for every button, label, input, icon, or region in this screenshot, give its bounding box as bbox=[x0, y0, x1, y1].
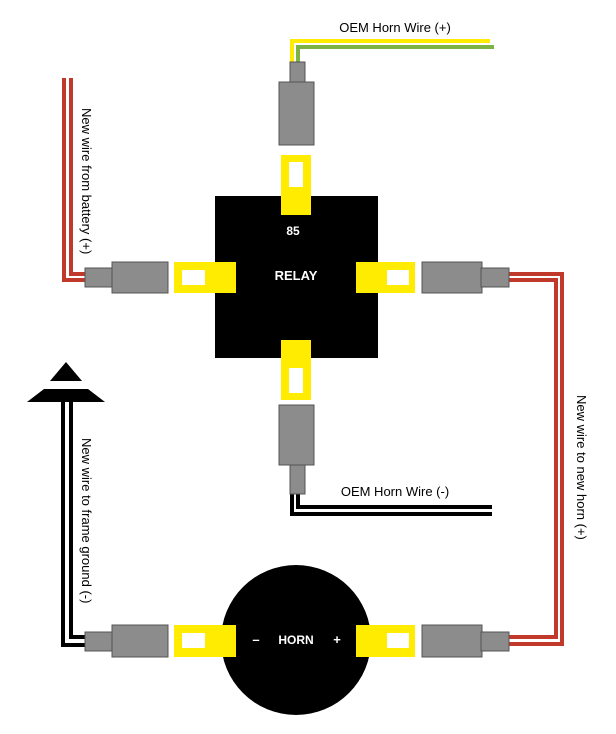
connector-ground bbox=[84, 624, 169, 658]
connector-bottom bbox=[278, 404, 315, 495]
battery-wire bbox=[62, 78, 86, 282]
new-horn-label: New wire to new horn (+) bbox=[574, 395, 589, 540]
horn-terminal-positive bbox=[356, 625, 415, 657]
relay-terminal-bottom bbox=[281, 340, 311, 400]
connector-battery bbox=[84, 261, 169, 294]
ground-wire bbox=[61, 400, 86, 647]
connector-top bbox=[278, 61, 315, 146]
relay-terminal-top bbox=[281, 155, 311, 215]
oem-negative-label: OEM Horn Wire (-) bbox=[341, 484, 449, 499]
relay-terminal-right bbox=[356, 262, 415, 293]
connector-new-horn bbox=[421, 261, 510, 294]
horn-body bbox=[221, 565, 371, 715]
battery-label: New wire from battery (+) bbox=[79, 108, 94, 254]
oem-negative-wire bbox=[290, 494, 492, 516]
ground-arrow-icon bbox=[27, 389, 105, 402]
connector-horn-positive bbox=[421, 624, 510, 658]
relay-pin-label: 85 bbox=[286, 224, 300, 238]
oem-positive-label: OEM Horn Wire (+) bbox=[339, 20, 451, 35]
horn-label: HORN bbox=[278, 633, 313, 647]
relay-label: RELAY bbox=[275, 268, 318, 283]
horn-minus-label: – bbox=[252, 632, 259, 647]
ground-label: New wire to frame ground (-) bbox=[79, 438, 94, 603]
horn-plus-label: + bbox=[333, 632, 341, 647]
horn-terminal-negative bbox=[174, 625, 236, 657]
relay-body bbox=[215, 196, 378, 358]
ground-arrow-tip-icon bbox=[50, 362, 82, 381]
relay-terminal-left bbox=[174, 262, 236, 293]
oem-positive-wire bbox=[290, 39, 494, 62]
new-horn-wire bbox=[508, 272, 564, 646]
